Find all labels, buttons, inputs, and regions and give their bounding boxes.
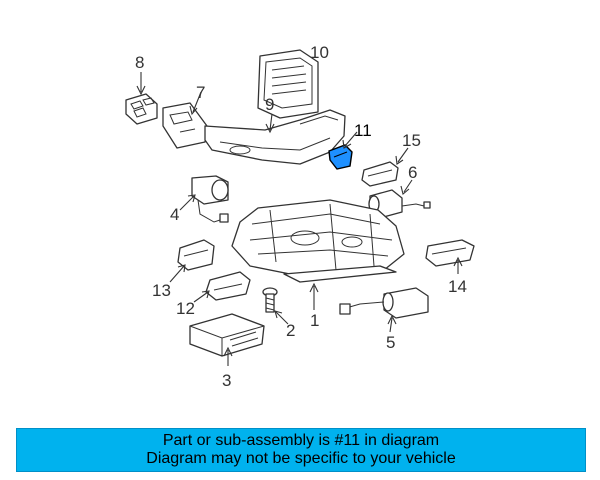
part-3-module[interactable] — [189, 313, 265, 357]
callout-2[interactable]: 2 — [286, 321, 295, 340]
part-12-cover[interactable] — [205, 271, 251, 301]
callout-11[interactable]: 11 — [354, 121, 372, 140]
part-11-highlighted[interactable] — [328, 144, 353, 170]
callout-7[interactable]: 7 — [196, 83, 205, 102]
part-15-bracket[interactable] — [361, 161, 399, 187]
part-7-cover[interactable] — [162, 102, 208, 149]
callout-12[interactable]: 12 — [176, 299, 195, 318]
part-10-lumbar-frame[interactable] — [257, 49, 319, 119]
callout-6[interactable]: 6 — [408, 163, 417, 182]
banner-line-2: Diagram may not be specific to your vehi… — [146, 450, 456, 467]
part-2-bolt[interactable] — [262, 287, 278, 313]
callout-10[interactable]: 10 — [310, 43, 329, 62]
banner-line-1: Part or sub-assembly is #11 in diagram — [162, 432, 440, 449]
part-5-motor[interactable] — [339, 287, 429, 319]
callout-8[interactable]: 8 — [135, 53, 144, 72]
callout-13[interactable]: 13 — [152, 281, 171, 300]
part-1-seat-frame[interactable] — [231, 199, 405, 283]
part-9-side-trim[interactable] — [204, 109, 346, 165]
info-banner: Part or sub-assembly is #11 in diagram D… — [16, 428, 586, 472]
callout-5[interactable]: 5 — [386, 333, 395, 352]
callout-3[interactable]: 3 — [222, 371, 231, 390]
part-13-bracket[interactable] — [177, 239, 215, 271]
part-14-trim[interactable] — [425, 239, 475, 267]
callout-15[interactable]: 15 — [402, 131, 421, 150]
callout-1[interactable]: 1 — [310, 311, 319, 330]
part-4-motor[interactable] — [191, 175, 229, 223]
callout-4[interactable]: 4 — [170, 205, 179, 224]
callout-14[interactable]: 14 — [448, 277, 467, 296]
part-8-switch[interactable] — [125, 93, 158, 125]
callout-9[interactable]: 9 — [265, 95, 274, 114]
parts-diagram: 8 7 9 10 11 15 6 4 13 12 2 1 3 5 14 — [125, 43, 475, 390]
